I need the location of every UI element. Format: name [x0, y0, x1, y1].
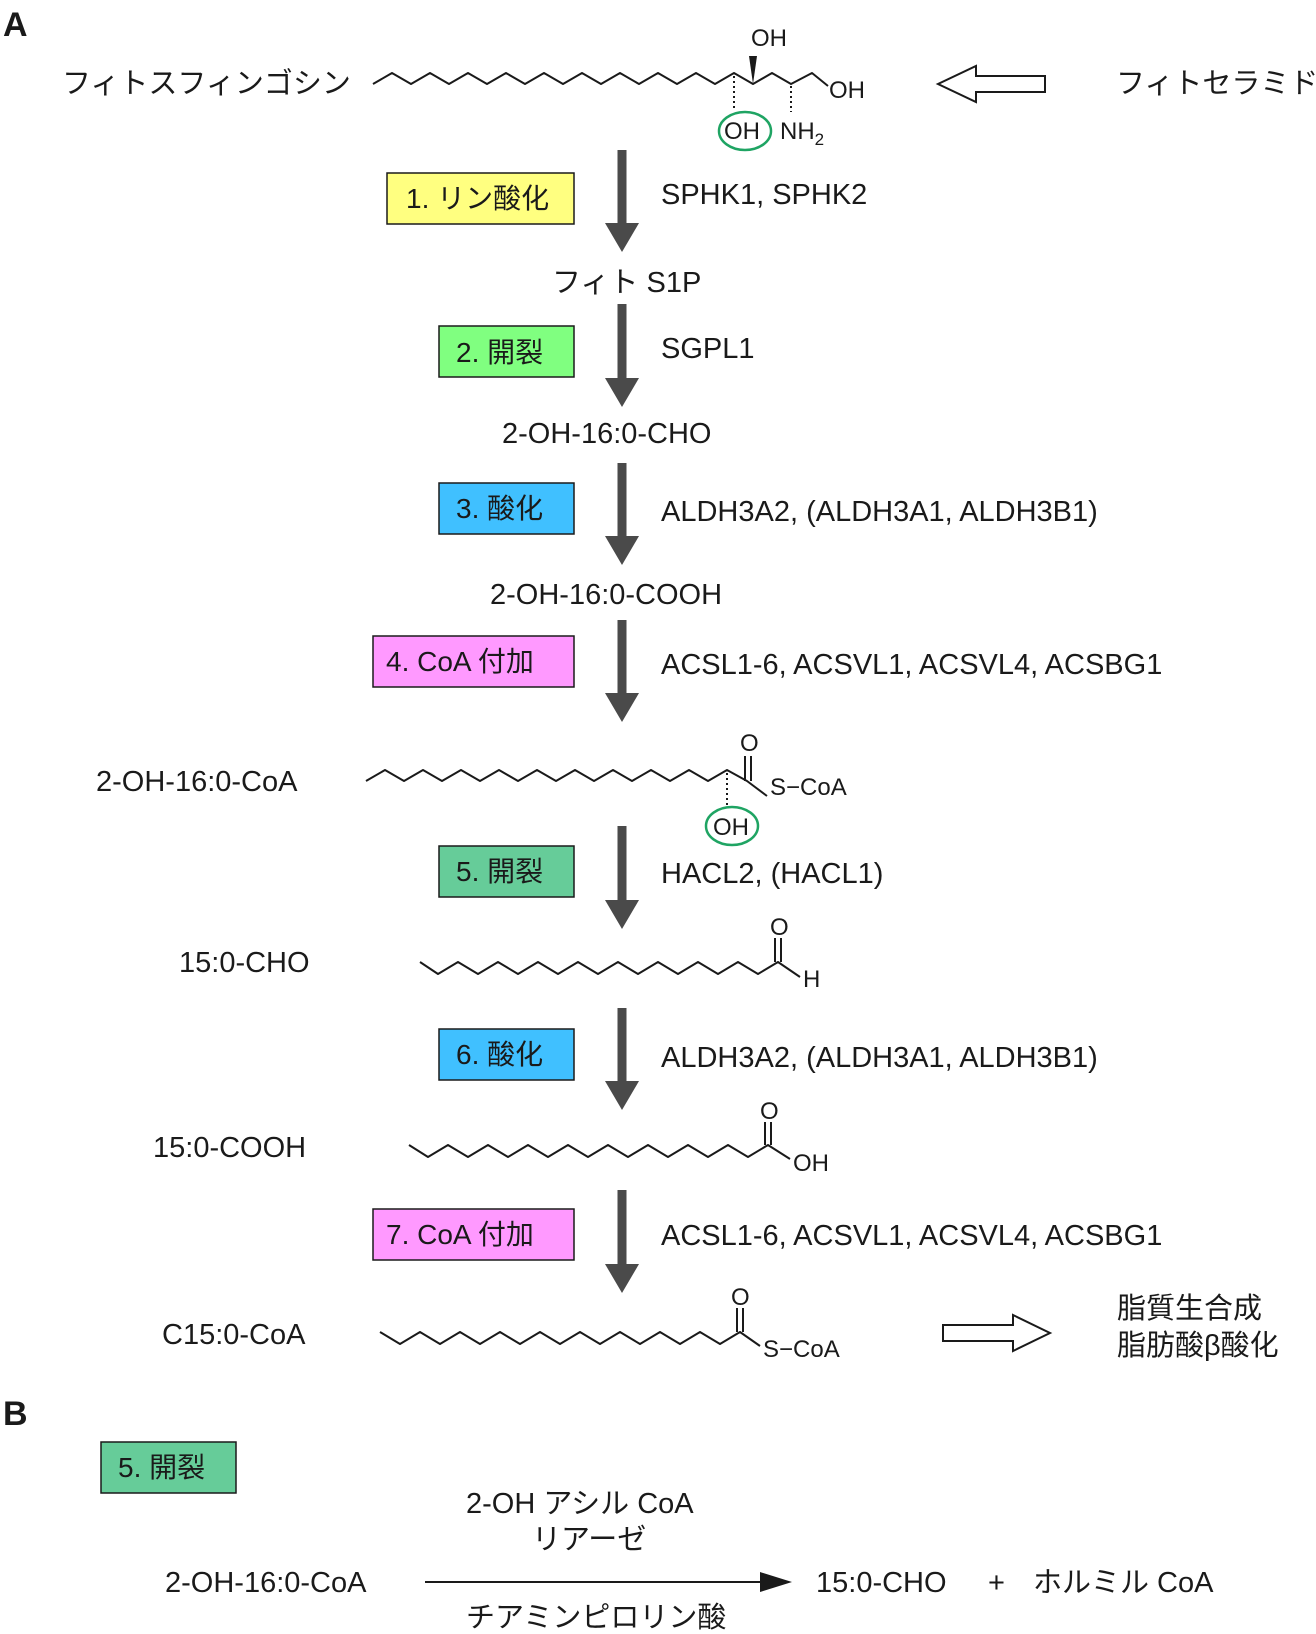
c15-coa-s-coa-group: S−CoA [763, 1336, 840, 1363]
step-5-arrow [605, 900, 639, 929]
c15-aldehyde-h: H [803, 966, 820, 993]
step-6-arrow [605, 1081, 639, 1110]
phytosphingosine-structure: OH OH OH NH2 [372, 25, 865, 152]
s-coa-group: S−CoA [770, 774, 847, 801]
step-1-label: 1. リン酸化 [406, 183, 549, 214]
step-4-box [372, 635, 575, 688]
step-6-box [438, 1028, 575, 1081]
step-5-box [438, 845, 575, 898]
panel-b-enzyme-line2: リアーゼ [532, 1523, 646, 1556]
oh-circled-atom: OH [724, 118, 760, 145]
panel-b-step-box [100, 1441, 237, 1494]
step-2-enzymes: SGPL1 [661, 333, 755, 365]
step-4-label: 4. CoA 付加 [386, 646, 534, 677]
panel-label-b: B [3, 1395, 28, 1433]
step-3-arrow [605, 536, 639, 565]
step-2-arrow [605, 378, 639, 407]
panel-b-step-label: 5. 開裂 [118, 1452, 205, 1483]
coa-hydroxyl-highlight-circle [704, 805, 760, 847]
oh-right-atom: OH [829, 77, 865, 104]
fate-lipid-biosynthesis: 脂質生合成 [1117, 1292, 1262, 1325]
step-5-enzymes: HACL2, (HACL1) [661, 858, 883, 890]
step-2-box [438, 325, 575, 378]
oh-aldehyde-label: 2-OH-16:0-CHO [502, 418, 712, 450]
step-1-enzymes: SPHK1, SPHK2 [661, 179, 867, 211]
hollow-arrow-from-phytoceramide [935, 64, 1046, 104]
oh-coa-label: 2-OH-16:0-CoA [96, 766, 298, 798]
step-7-enzymes: ACSL1-6, ACSVL1, ACSVL4, ACSBG1 [661, 1220, 1162, 1252]
fate-beta-oxidation: 脂肪酸β酸化 [1117, 1329, 1279, 1362]
step-7-label: 7. CoA 付加 [386, 1219, 534, 1250]
c15-aldehyde-structure: O H [419, 914, 820, 993]
phyto-s1p-label: フィト S1P [552, 267, 701, 299]
phytoceramide-label: フィトセラミド [1116, 68, 1316, 100]
coa-carbonyl-o: O [740, 730, 759, 757]
phytosphingosine-label: フィトスフィンゴシン [62, 67, 351, 100]
c15-coa-label: C15:0-CoA [162, 1319, 306, 1351]
c15-acid-structure: O OH [408, 1098, 829, 1177]
step-7-arrow [605, 1264, 639, 1293]
panel-b-enzyme-line1: 2-OH アシル CoA [466, 1488, 694, 1520]
step-3-box [438, 482, 575, 535]
panel-b-product-aldehyde: 15:0-CHO [816, 1567, 947, 1599]
step-7-box [372, 1208, 575, 1261]
step-2-label: 2. 開裂 [456, 337, 543, 368]
nh2-atom: NH2 [780, 118, 824, 149]
step-6-enzymes: ALDH3A2, (ALDH3A1, ALDH3B1) [661, 1042, 1098, 1074]
panel-b-substrate: 2-OH-16:0-CoA [165, 1567, 367, 1599]
step-3-enzymes: ALDH3A2, (ALDH3A1, ALDH3B1) [661, 496, 1098, 528]
c15-coa-carbonyl-o: O [731, 1284, 750, 1311]
step-1-arrow [605, 223, 639, 252]
panel-b-reaction-arrowhead [760, 1572, 792, 1592]
step-1-box [386, 172, 575, 225]
step-4-arrow [605, 693, 639, 722]
hollow-arrow-to-fates [942, 1313, 1053, 1353]
step-5-label: 5. 開裂 [456, 856, 543, 887]
step-6-label: 6. 酸化 [456, 1039, 543, 1070]
step-4-enzymes: ACSL1-6, ACSVL1, ACSVL4, ACSBG1 [661, 649, 1162, 681]
hydroxyl-highlight-circle [717, 110, 773, 152]
oh-top-atom: OH [751, 25, 787, 52]
panel-b-plus: + [988, 1567, 1005, 1599]
panel-b-cofactor: チアミンピロリン酸 [466, 1601, 726, 1634]
step-3-label: 3. 酸化 [456, 493, 543, 524]
panel-label-a: A [3, 6, 28, 44]
oh-coa-circled-atom: OH [713, 814, 749, 841]
c15-aldehyde-label: 15:0-CHO [179, 947, 310, 979]
panel-b-product-formyl-coa: ホルミル CoA [1033, 1567, 1214, 1599]
c15-aldehyde-o: O [770, 914, 789, 941]
oh-acid-label: 2-OH-16:0-COOH [490, 579, 722, 611]
c15-acid-label: 15:0-COOH [153, 1132, 306, 1164]
c15-acid-oh: OH [793, 1150, 829, 1177]
oh-coa-structure: O S−CoA OH [365, 730, 847, 847]
c15-coa-structure: O S−CoA [379, 1284, 840, 1363]
c15-acid-o: O [760, 1098, 779, 1125]
